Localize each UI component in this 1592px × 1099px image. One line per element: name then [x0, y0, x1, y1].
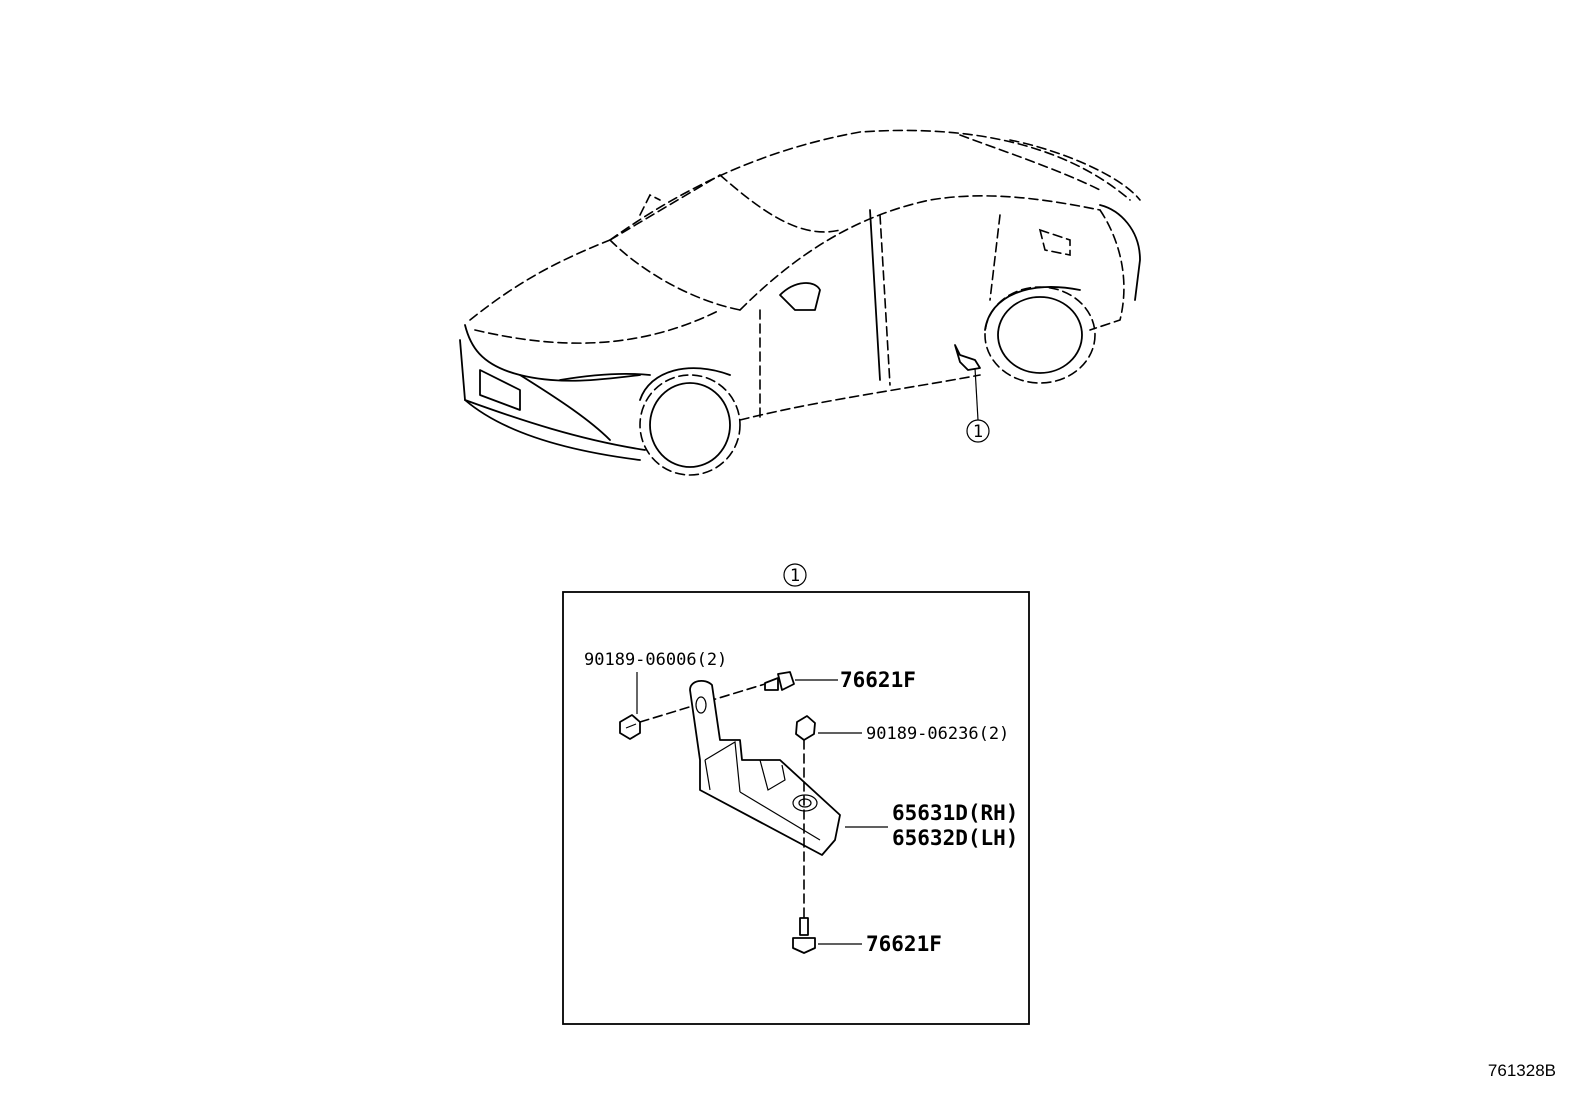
label-screw-top: 76621F	[840, 668, 916, 692]
label-mudguard-rh: 65631D(RH)	[892, 801, 1018, 825]
drawing-id: 761328B	[1488, 1061, 1556, 1080]
label-screw-bottom: 76621F	[866, 932, 942, 956]
clip-right-icon	[795, 715, 816, 741]
label-clip-right: 90189-06236(2)	[866, 724, 1009, 744]
overview-callout-number: 1	[973, 422, 983, 442]
car-overview-illustration	[459, 129, 1141, 476]
label-clip-left: 90189-06006(2)	[584, 650, 727, 670]
detail-frame	[562, 591, 1030, 1025]
label-mudguard-lh: 65632D(LH)	[892, 826, 1018, 850]
mudguard-bracket-icon	[689, 679, 841, 856]
screw-top-icon	[764, 671, 795, 691]
overview-callout: 1	[966, 419, 990, 443]
detail-callout: 1	[783, 563, 807, 587]
clip-left-icon	[619, 714, 641, 740]
screw-bottom-icon	[792, 917, 816, 954]
detail-callout-number: 1	[790, 566, 800, 586]
